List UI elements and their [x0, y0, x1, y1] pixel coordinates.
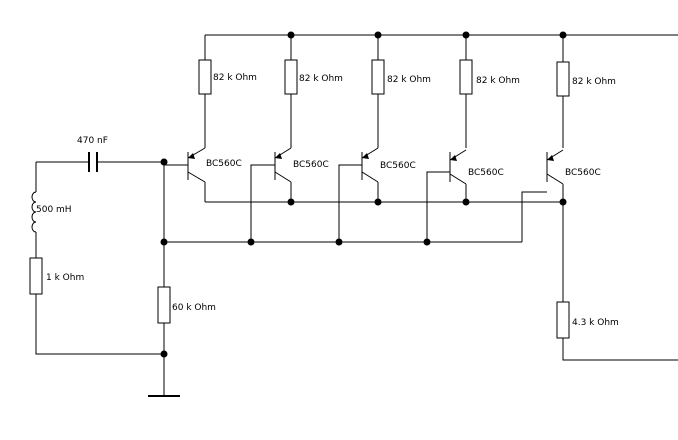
base-drive-5	[521, 191, 547, 242]
input-resistor	[29, 257, 43, 295]
emitter-resistor-label: 4.3 k Ohm	[572, 318, 619, 328]
bias-resistor-label: 60 k Ohm	[172, 303, 216, 313]
transistor-4	[449, 149, 467, 185]
emitter-resistor-branch	[562, 202, 678, 361]
input-resistor-label: 1 k Ohm	[46, 273, 84, 283]
capacitor	[88, 152, 98, 172]
collector-resistor-label-4: 82 k Ohm	[476, 76, 520, 86]
collector-resistor-label-1: 82 k Ohm	[213, 73, 257, 83]
transistor-label-1: BC560C	[206, 159, 242, 169]
bias-resistor	[157, 286, 171, 324]
collector-resistor-4	[459, 59, 473, 95]
inductor	[31, 191, 37, 233]
collector-resistor-label-5: 82 k Ohm	[572, 77, 616, 87]
collector-resistor-label-3: 82 k Ohm	[387, 75, 431, 85]
collector-resistor-label-2: 82 k Ohm	[299, 74, 343, 84]
transistor-1	[187, 147, 206, 183]
transistor-label-4: BC560C	[468, 168, 504, 178]
collector-resistor-5	[556, 61, 570, 97]
junction-dots	[160, 31, 567, 358]
collector-resistor-3	[371, 59, 385, 95]
transistor-5	[546, 149, 564, 185]
base-drive-2	[250, 164, 275, 242]
base-drive-4	[426, 171, 450, 242]
inductor-label: 500 mH	[36, 205, 72, 215]
input-loop-bottom	[35, 294, 164, 355]
emitter-resistor	[556, 301, 570, 339]
base-drive-3	[338, 164, 362, 242]
collector-resistor-1	[198, 59, 212, 95]
transistor-label-5: BC560C	[565, 168, 601, 178]
collector-resistor-2	[284, 59, 298, 95]
transistor-3	[361, 147, 379, 183]
capacitor-label: 470 nF	[77, 136, 108, 146]
transistor-2	[274, 147, 292, 183]
transistor-label-3: BC560C	[380, 161, 416, 171]
transistor-label-2: BC560C	[293, 160, 329, 170]
